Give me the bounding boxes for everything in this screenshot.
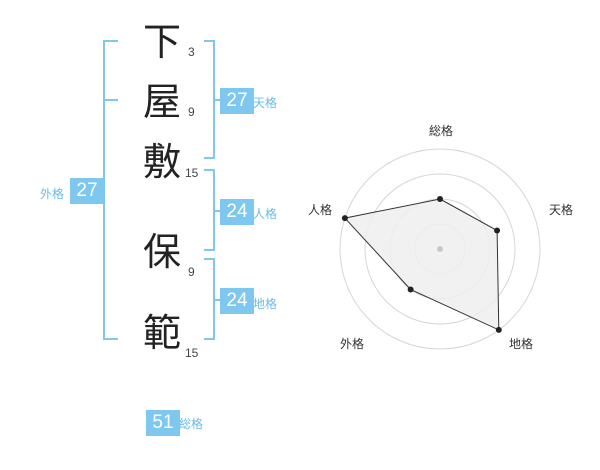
stroke-count-3: 15 <box>185 166 199 180</box>
radar-polygon <box>343 198 500 331</box>
radar-center-dot <box>437 246 443 252</box>
radar-axis-label-3: 地格 <box>509 337 534 351</box>
soukaku-label: 総格 <box>179 417 204 431</box>
chikaku-badge: 24 <box>220 288 254 314</box>
name-char-4: 保 <box>142 230 181 274</box>
name-char-1: 下 <box>142 20 181 64</box>
jinkaku-label: 人格 <box>253 207 278 221</box>
radar-point-5 <box>341 215 348 222</box>
soukaku-badge: 51 <box>146 410 180 436</box>
tenkaku-label: 天格 <box>253 96 278 110</box>
stroke-count-2: 9 <box>188 105 195 119</box>
stroke-count-5: 15 <box>185 346 199 360</box>
radar-point-2 <box>494 227 501 234</box>
radar-point-4 <box>407 286 414 293</box>
radar-axis-label-5: 人格 <box>308 203 333 217</box>
radar-axis-label-4: 外格 <box>340 337 365 351</box>
radar-ring <box>364 173 516 325</box>
chikaku-label: 地格 <box>253 297 278 311</box>
name-char-3: 敷 <box>142 140 181 184</box>
tenkaku-badge: 27 <box>220 88 254 114</box>
stroke-count-1: 3 <box>188 45 195 59</box>
radar-axis-label-2: 天格 <box>549 203 574 217</box>
jinkaku-badge: 24 <box>220 199 254 225</box>
gaikaku-label: 外格 <box>40 187 65 201</box>
stroke-count-4: 9 <box>188 265 195 279</box>
radar-ring <box>339 148 541 350</box>
name-char-5: 範 <box>142 311 181 355</box>
radar-point-1 <box>437 196 443 202</box>
gaikaku-badge: 27 <box>70 178 104 204</box>
radar-point-3 <box>495 326 502 333</box>
name-char-2: 屋 <box>142 80 181 124</box>
radar-axis-label-1: 総格 <box>429 124 454 138</box>
